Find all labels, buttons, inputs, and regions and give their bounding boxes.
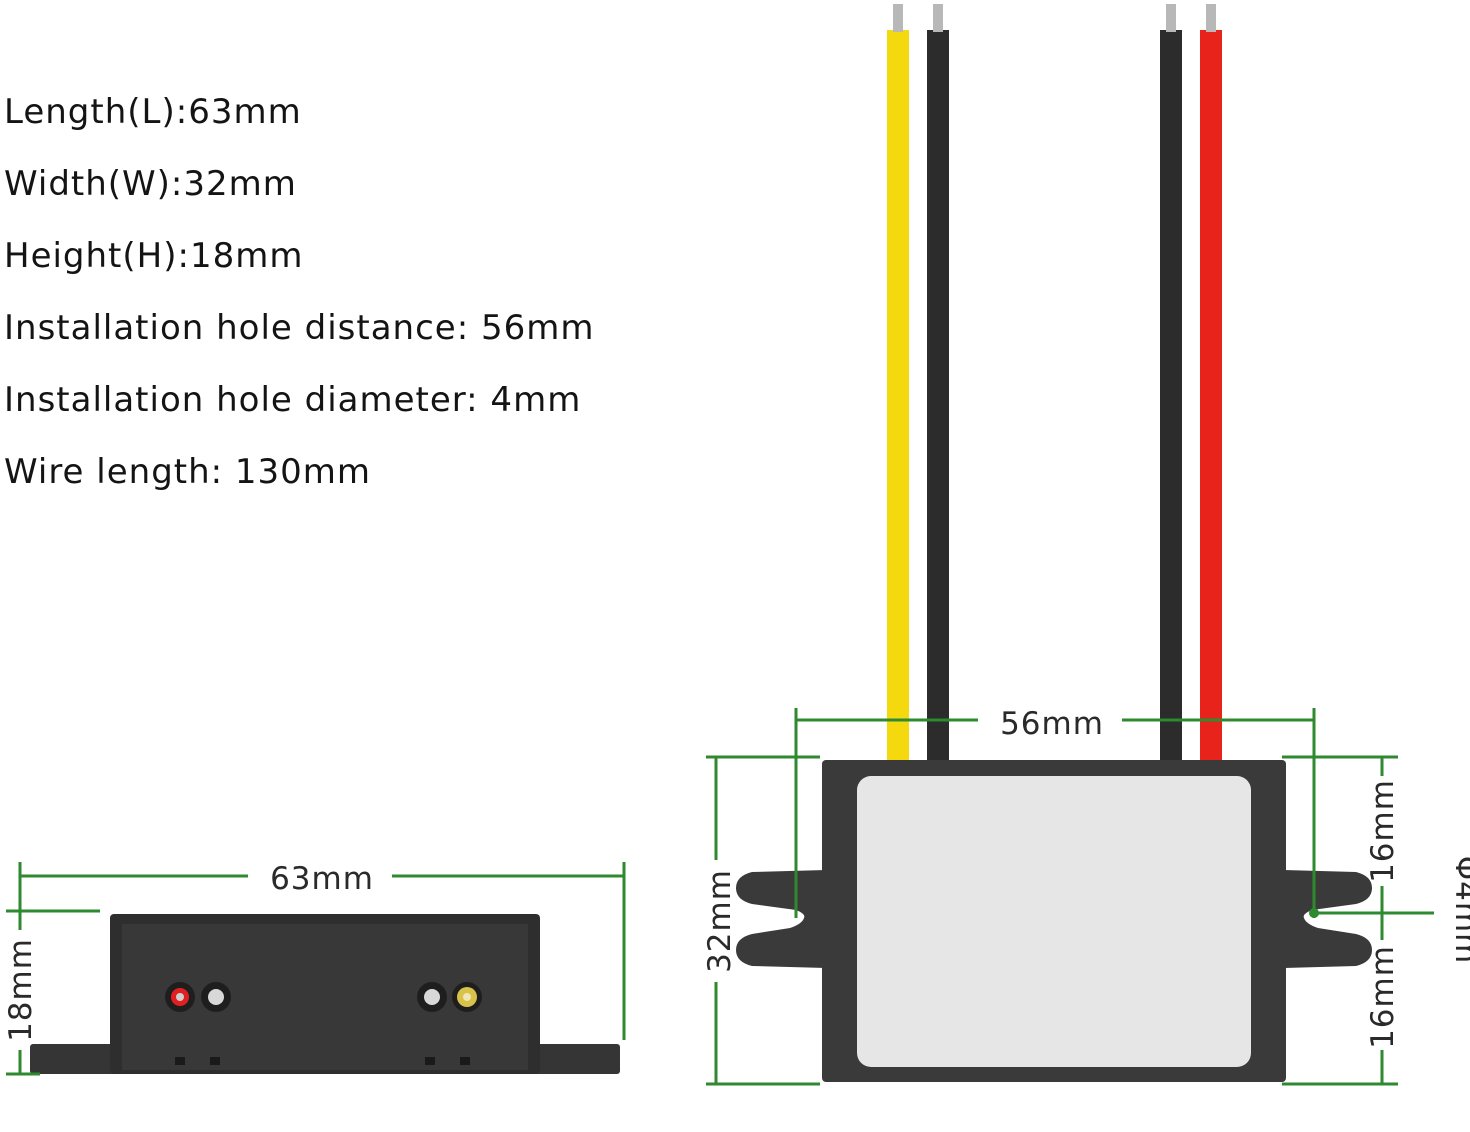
wire-black-right — [1160, 4, 1182, 762]
wire-end-black-left — [201, 982, 231, 1012]
spec-hole-diameter: Installation hole diameter: 4mm — [4, 380, 582, 420]
module-side-view — [30, 914, 620, 1074]
wire-end-red — [165, 982, 195, 1012]
dimension-labels: 56mm 63mm 18mm 32mm 16mm 16mm Φ4mm — [3, 706, 1470, 1049]
wire-end-yellow — [452, 982, 482, 1012]
dim-half-width-top-label: 16mm — [1365, 779, 1401, 883]
spec-width: Width(W):32mm — [4, 164, 297, 204]
wire-black-left — [927, 4, 949, 762]
dimension-lines — [6, 708, 1434, 1086]
spec-wire-length: Wire length: 130mm — [4, 452, 372, 492]
dim-height-label: 18mm — [3, 938, 39, 1042]
dim-hole-distance-label: 56mm — [1000, 706, 1104, 742]
dim-height-lines — [6, 909, 100, 1076]
label-area — [857, 776, 1251, 1067]
dim-width-lines — [706, 755, 820, 1086]
hole-marker — [1309, 908, 1319, 918]
dim-half-width-bottom-label: 16mm — [1365, 945, 1401, 1049]
dim-width-label: 32mm — [702, 869, 738, 973]
mounting-ear-left — [736, 870, 826, 968]
wire-end-black-right — [417, 982, 447, 1012]
spec-hole-distance: Installation hole distance: 56mm — [4, 308, 595, 348]
spec-height: Height(H):18mm — [4, 236, 304, 276]
dim-length-lines — [18, 862, 626, 1040]
dim-hole-distance-lines — [794, 708, 1316, 918]
spec-length: Length(L):63mm — [4, 92, 302, 132]
wires — [887, 4, 1222, 762]
wire-yellow — [887, 4, 909, 762]
spec-list: Length(L):63mm Width(W):32mm Height(H):1… — [4, 82, 594, 514]
module-top-view — [736, 760, 1372, 1082]
dim-length-label: 63mm — [270, 861, 374, 897]
mounting-ear-right — [1284, 870, 1372, 968]
wire-red — [1200, 4, 1222, 762]
dim-hole-diameter-label: Φ4mm — [1448, 856, 1470, 965]
